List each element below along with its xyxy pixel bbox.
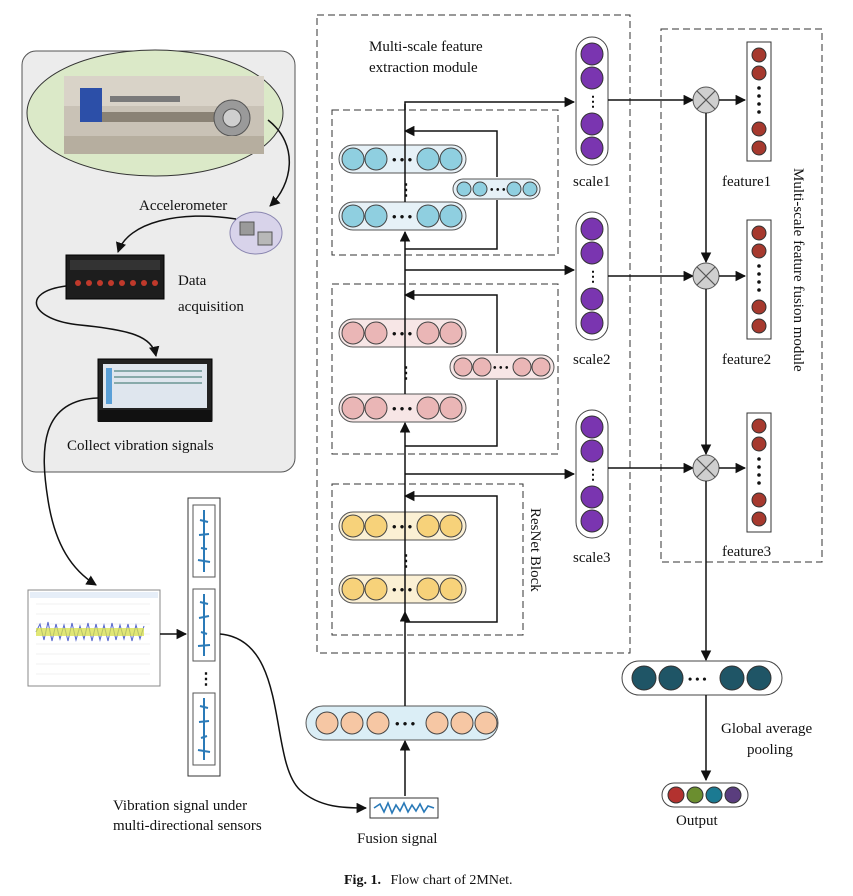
scale1-vector [575, 36, 609, 166]
resnet-block-1 [331, 109, 559, 256]
figure-caption: Fig. 1. Flow chart of 2MNet. [344, 873, 513, 888]
data-acquisition-device [65, 254, 165, 300]
scale3-label: scale3 [573, 550, 610, 566]
feature2-vector [746, 219, 772, 340]
fusion-signal-label: Fusion signal [357, 831, 437, 847]
caption-text: Flow chart of 2MNet. [390, 873, 512, 888]
extraction-module-title-1: Multi-scale feature [369, 39, 483, 55]
vibration-label-2: multi-directional sensors [113, 818, 262, 834]
vibration-signal-strip [187, 497, 221, 777]
test-rig-photo [26, 49, 284, 177]
block1-vdots: ⋮ [398, 182, 414, 199]
rig-to-accelerometer-arrow [267, 119, 291, 207]
trunk-to-scale1-arrow [404, 96, 576, 110]
data-acquisition-label-1: Data [178, 273, 207, 289]
block3-ellipsis-top: • • • [392, 519, 413, 534]
output-node-1 [667, 786, 685, 804]
scale3-vdots: ⋮ [586, 468, 600, 483]
laptop-to-waveform-arrow [43, 397, 99, 586]
collect-label: Collect vibration signals [67, 438, 214, 454]
output-node-4 [724, 786, 742, 804]
block3-ellipsis-bottom: • • • [392, 582, 413, 597]
accelerometer-photo [229, 211, 283, 255]
output-layer [661, 782, 749, 808]
acquisition-panel: Accelerometer Data acquisition Collect v… [21, 49, 296, 473]
block2-ellipsis-side: • • • [493, 363, 509, 374]
laptop-photo [97, 358, 213, 422]
scale1-vdots: ⋮ [586, 95, 600, 110]
block1-ellipsis-side: • • • [490, 185, 506, 196]
fusion-module-label: Multi-scale feature fusion module [790, 168, 806, 372]
block1-ellipsis-top: • • • [392, 152, 413, 167]
output-node-3 [705, 786, 723, 804]
signal-strip-vdots: ⋮ [198, 671, 214, 688]
fusion-module-border [660, 28, 823, 563]
scale2-vdots: ⋮ [586, 270, 600, 285]
feature3-label: feature3 [722, 544, 771, 560]
vibration-label-1: Vibration signal under [113, 798, 247, 814]
output-label: Output [676, 813, 719, 829]
feature3-vector [746, 412, 772, 533]
data-acquisition-label-2: acquisition [178, 299, 244, 315]
resnet-block-3 [331, 483, 524, 636]
input-layer [305, 705, 499, 741]
accelerometer-to-daq-arrow [116, 215, 237, 253]
feature1-vector [746, 41, 772, 162]
multiply-node-1 [692, 86, 720, 114]
block2-ellipsis-top: • • • [392, 326, 413, 341]
multiply-node-3 [692, 454, 720, 482]
gap-label-1: Global average [721, 721, 813, 737]
scale3-vector [575, 409, 609, 539]
fusion-signal-box [369, 797, 439, 819]
output-node-2 [686, 786, 704, 804]
feature2-label: feature2 [722, 352, 771, 368]
input-layer-ellipsis: • • • [395, 716, 416, 731]
scale1-label: scale1 [573, 174, 610, 190]
block1-ellipsis-bottom: • • • [392, 209, 413, 224]
resnet-block-label: ResNet Block [527, 508, 543, 592]
scale2-label: scale2 [573, 352, 610, 368]
multiply-node-2 [692, 262, 720, 290]
accelerometer-label: Accelerometer [139, 198, 227, 214]
block3-vdots: ⋮ [398, 553, 414, 570]
waveform-screenshot [27, 589, 161, 687]
feature1-label: feature1 [722, 174, 771, 190]
gap-ellipsis: • • • [688, 672, 707, 686]
resnet-block-2 [331, 283, 559, 455]
extraction-module-border [316, 14, 631, 654]
block2-vdots: ⋮ [398, 365, 414, 382]
caption-prefix: Fig. 1. [344, 873, 381, 888]
signals-to-fusion-arrow [219, 633, 368, 814]
daq-to-laptop-arrow [35, 285, 160, 358]
scale2-vector [575, 211, 609, 341]
global-average-pooling-layer [621, 660, 783, 696]
gap-label-2: pooling [747, 742, 793, 758]
block2-ellipsis-bottom: • • • [392, 401, 413, 416]
extraction-module-title-2: extraction module [369, 60, 478, 76]
